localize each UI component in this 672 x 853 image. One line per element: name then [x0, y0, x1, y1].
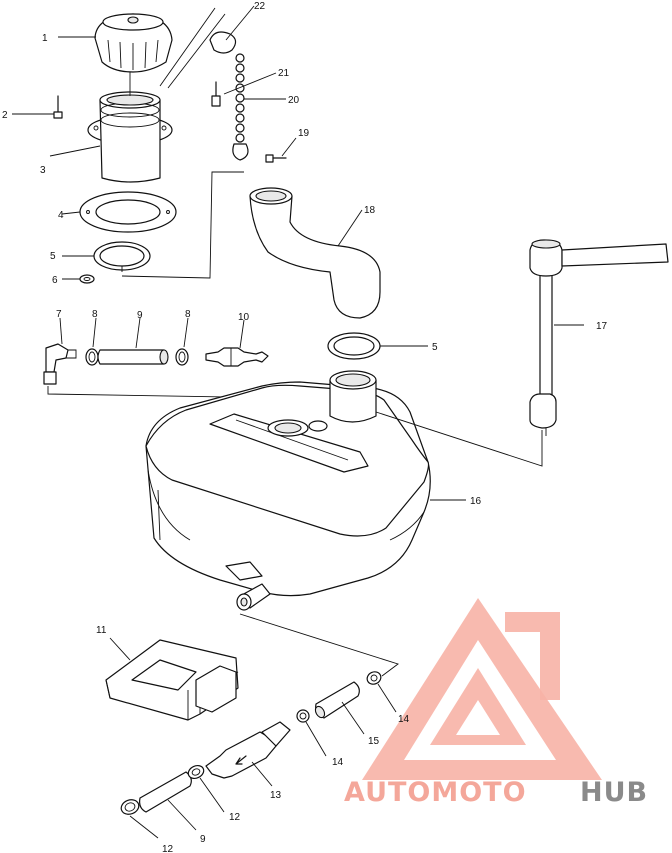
hose-clamp-upper — [93, 241, 151, 272]
label-4: 4 — [58, 210, 64, 221]
callout-labels: 1 2 3 4 5 6 7 8 9 8 10 11 12 12 9 13 14 … — [2, 1, 608, 853]
fuel-filter — [205, 721, 291, 779]
tank-outlet-fitting — [236, 583, 271, 611]
hose-clamp-right — [327, 332, 381, 360]
label-15: 15 — [368, 736, 380, 747]
label-14-lower: 14 — [332, 757, 344, 768]
label-10: 10 — [238, 312, 250, 323]
label-12-bottom: 12 — [162, 844, 174, 853]
label-2: 2 — [2, 110, 8, 121]
label-11: 11 — [96, 625, 107, 636]
watermark-auto: AUTOMOTO — [344, 777, 527, 808]
fuel-line-15 — [314, 681, 360, 719]
watermark-hub: HUB — [580, 777, 648, 808]
label-5-upper: 5 — [50, 251, 56, 262]
filler-hose — [249, 187, 381, 319]
automotohub-logo — [362, 598, 602, 780]
tank-bracket — [105, 639, 239, 721]
check-valve — [205, 347, 269, 367]
label-14-upper: 14 — [398, 714, 410, 725]
label-20: 20 — [288, 95, 300, 106]
label-19: 19 — [298, 128, 310, 139]
clamp-right — [175, 348, 189, 366]
elbow-fitting — [43, 343, 77, 385]
label-16: 16 — [470, 496, 482, 507]
label-18: 18 — [364, 205, 376, 216]
label-9-lower: 9 — [200, 834, 206, 845]
label-6: 6 — [52, 275, 58, 286]
label-1: 1 — [42, 33, 48, 44]
label-22: 22 — [254, 1, 266, 12]
filler-neck — [87, 91, 173, 183]
fuel-line-upper — [97, 349, 169, 365]
clamp-14-upper — [366, 671, 382, 685]
label-7: 7 — [56, 309, 62, 320]
gasket — [79, 191, 177, 233]
screw — [53, 95, 63, 119]
label-5-right: 5 — [432, 342, 438, 353]
fuel-tank — [145, 370, 431, 597]
fuel-cap — [94, 13, 173, 73]
clamp-14-lower — [296, 709, 310, 723]
clamp-12-lower — [120, 799, 140, 815]
label-8-right: 8 — [185, 309, 191, 320]
label-9-upper: 9 — [137, 310, 143, 321]
watermark-text: AUTOMOTO HUB — [344, 777, 648, 808]
label-3: 3 — [40, 165, 46, 176]
clamp-12-upper — [187, 764, 205, 780]
fuel-gauge-sender — [529, 239, 669, 436]
label-13: 13 — [270, 790, 282, 801]
fuel-line-lower — [139, 771, 192, 813]
label-17: 17 — [596, 321, 608, 332]
label-12-right: 12 — [229, 812, 241, 823]
small-screw — [265, 154, 287, 163]
label-21: 21 — [278, 68, 290, 79]
nut — [79, 274, 95, 284]
tether-chain — [209, 31, 249, 161]
clamp-left — [85, 348, 99, 366]
label-8-left: 8 — [92, 309, 98, 320]
